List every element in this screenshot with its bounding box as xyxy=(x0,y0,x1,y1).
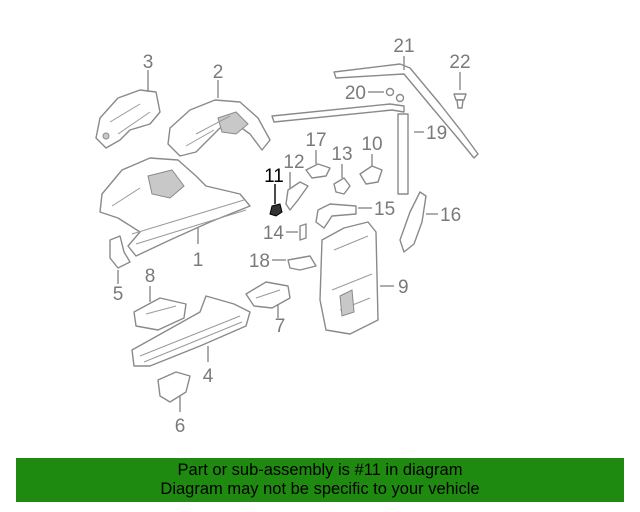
callout-label: 9 xyxy=(398,277,409,298)
callout-label: 4 xyxy=(203,366,214,387)
callout-label: 13 xyxy=(331,144,352,165)
part-17-drawing xyxy=(305,163,331,179)
part-8-drawing xyxy=(133,297,187,331)
callout-label: 5 xyxy=(113,284,124,305)
part-7-drawing xyxy=(245,281,291,309)
part-18-drawing xyxy=(287,255,317,271)
part-3-drawing xyxy=(95,89,161,149)
callout-label: 15 xyxy=(374,199,395,220)
callout-label: 3 xyxy=(143,52,154,73)
callout-label: 20 xyxy=(345,83,366,104)
part-4-drawing xyxy=(131,295,251,367)
callout-label: 16 xyxy=(440,205,461,226)
callout-label: 19 xyxy=(426,123,447,144)
callout-label: 6 xyxy=(175,416,186,437)
banner-line-1: Part or sub-assembly is #11 in diagram xyxy=(177,461,463,479)
part-13-drawing xyxy=(333,177,351,195)
parts-diagram: 3 2 1 5 8 4 7 6 11 12 17 13 10 15 14 18 … xyxy=(95,36,479,437)
part-15-drawing xyxy=(315,203,357,229)
info-banner: Part or sub-assembly is #11 in diagram D… xyxy=(16,458,624,502)
callout-label: 18 xyxy=(249,251,270,272)
part-5-drawing xyxy=(109,235,131,269)
part-14-drawing xyxy=(299,223,307,241)
part-12-drawing xyxy=(285,181,309,211)
part-6-drawing xyxy=(157,371,191,403)
callout-label: 7 xyxy=(275,316,286,337)
part-20-drawing xyxy=(385,87,405,103)
part-11-drawing xyxy=(269,203,283,217)
part-10-drawing xyxy=(359,165,383,185)
callout-label: 17 xyxy=(305,130,326,151)
part-22-drawing xyxy=(453,93,467,109)
callout-label: 10 xyxy=(361,134,382,155)
callout-label: 21 xyxy=(393,36,414,57)
callout-label: 8 xyxy=(145,266,156,287)
callout-label: 2 xyxy=(213,62,224,83)
callout-label: 12 xyxy=(283,152,304,173)
part-1-drawing xyxy=(99,157,251,257)
callout-label: 14 xyxy=(263,223,285,244)
callout-label: 22 xyxy=(449,52,470,73)
part-2-drawing xyxy=(167,99,271,157)
banner-line-2: Diagram may not be specific to your vehi… xyxy=(160,480,480,498)
callout-label-highlighted: 11 xyxy=(264,166,284,187)
part-19-21-drawing xyxy=(271,63,479,195)
part-16-drawing xyxy=(399,191,427,253)
callout-label: 1 xyxy=(193,250,204,271)
part-9-drawing xyxy=(319,221,379,335)
